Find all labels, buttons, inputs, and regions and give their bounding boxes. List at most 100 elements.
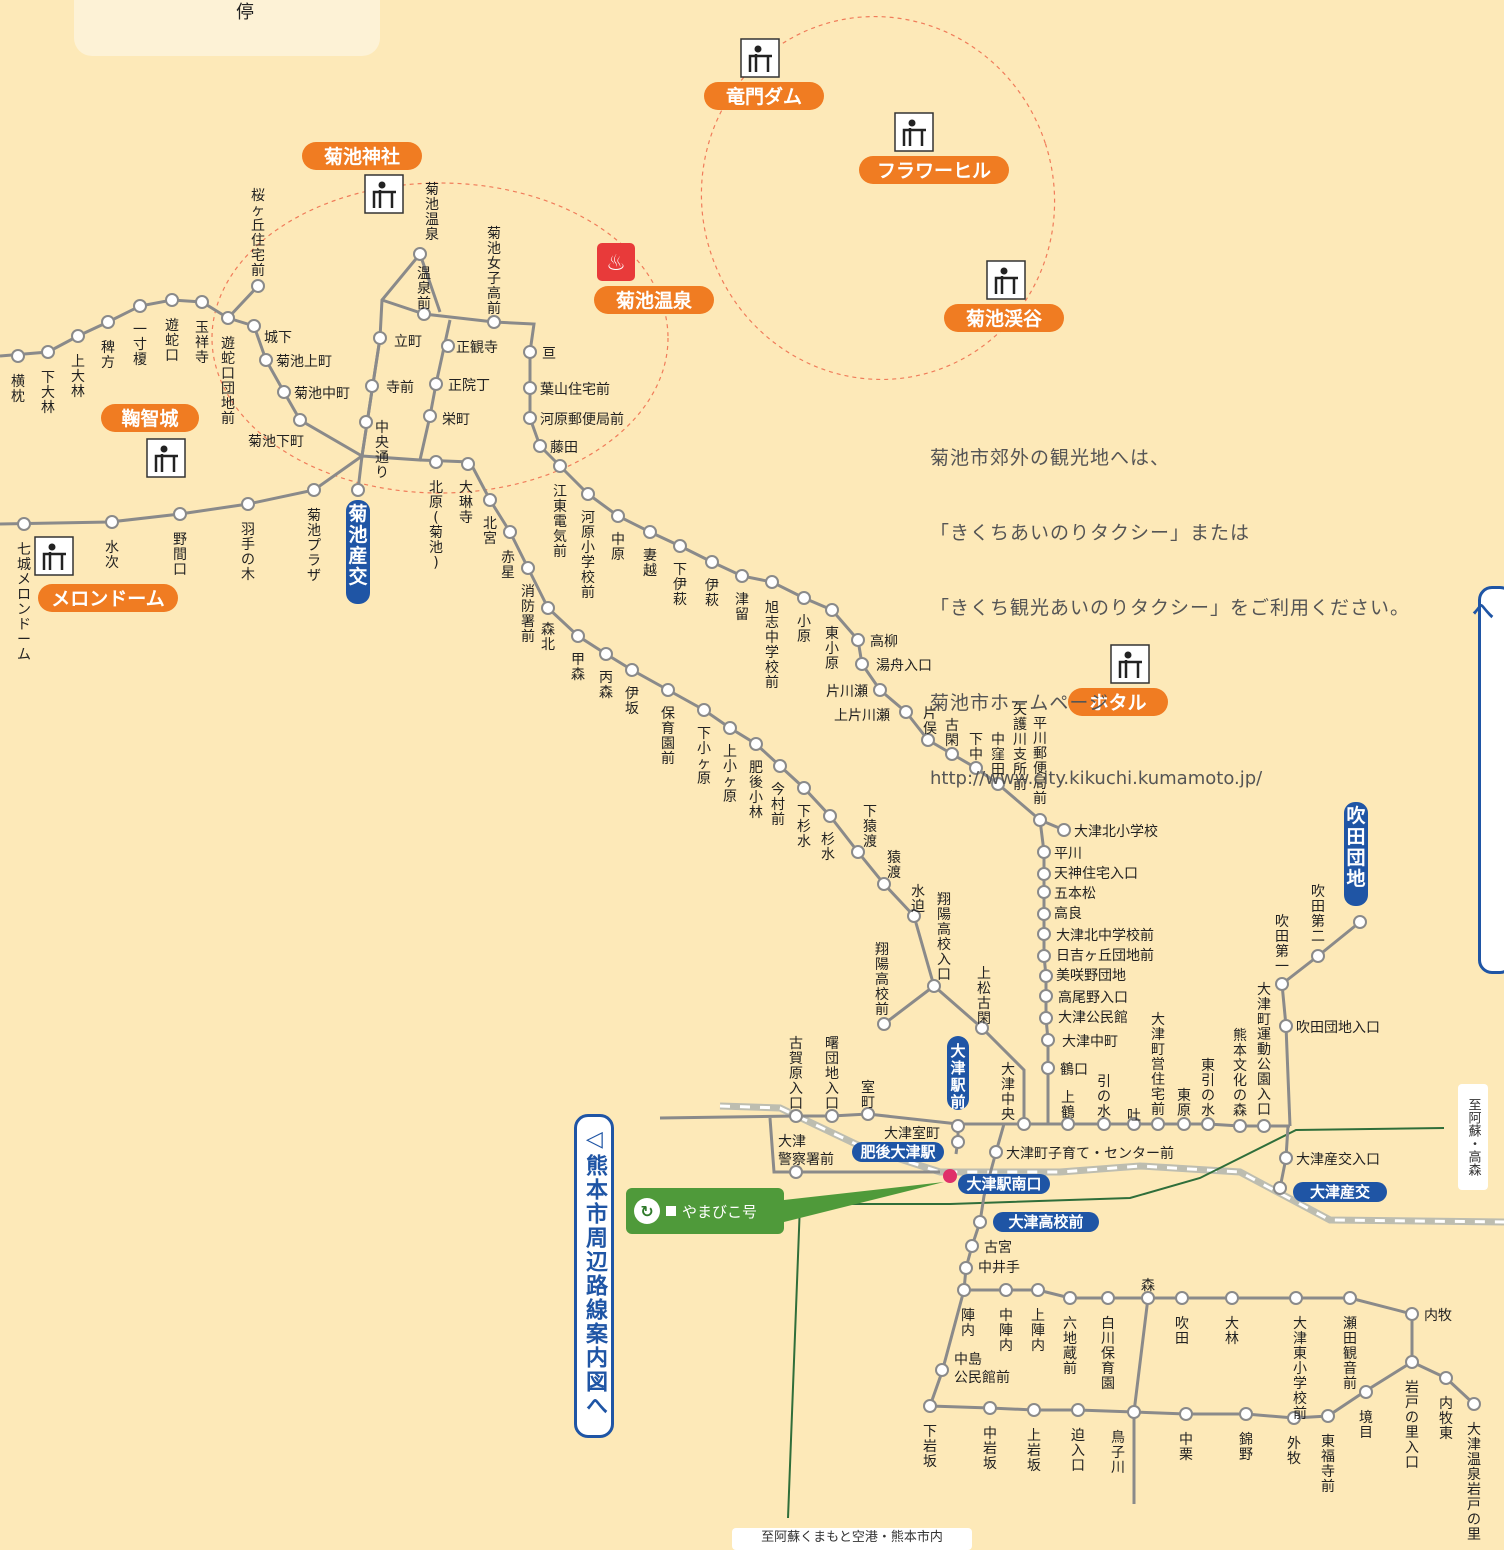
svg-text:運: 運 bbox=[1257, 1027, 1271, 1043]
info-line-1: 菊池市郊外の観光地へは、 bbox=[930, 447, 1171, 469]
svg-text:岩: 岩 bbox=[1027, 1443, 1041, 1459]
svg-text:前: 前 bbox=[553, 543, 567, 560]
svg-text:下: 下 bbox=[697, 726, 711, 742]
stop-name: 吹田 bbox=[1175, 1316, 1189, 1347]
svg-text:所: 所 bbox=[1013, 762, 1027, 778]
svg-text:甲: 甲 bbox=[571, 652, 585, 668]
stop-name: 森北 bbox=[541, 622, 555, 653]
svg-text:野: 野 bbox=[173, 532, 187, 548]
stop-name: 一寸榎 bbox=[133, 322, 147, 368]
svg-text:公民館前: 公民館前 bbox=[954, 1369, 1010, 1386]
svg-text:口: 口 bbox=[1405, 1455, 1419, 1471]
stop-name: 横枕 bbox=[11, 374, 25, 405]
svg-text:瀬: 瀬 bbox=[1343, 1316, 1357, 1332]
svg-text:川: 川 bbox=[1013, 732, 1027, 748]
svg-text:学: 学 bbox=[581, 555, 595, 571]
svg-text:動: 動 bbox=[1257, 1042, 1271, 1058]
svg-text:渡: 渡 bbox=[863, 834, 877, 850]
yamabiko-text: やまびこ号 bbox=[682, 1202, 758, 1221]
stop-name: 北宮 bbox=[483, 516, 497, 547]
viewpoint-icon bbox=[34, 536, 74, 576]
svg-text:蛇: 蛇 bbox=[221, 351, 235, 367]
svg-text:入: 入 bbox=[1257, 1087, 1271, 1103]
svg-text:東: 東 bbox=[1177, 1088, 1191, 1104]
svg-text:榎: 榎 bbox=[133, 352, 147, 368]
svg-text:町: 町 bbox=[1151, 1042, 1165, 1058]
svg-text:内: 内 bbox=[1439, 1396, 1453, 1412]
stop-name: 河原郵便局前 bbox=[540, 411, 624, 428]
svg-text:前: 前 bbox=[1063, 1360, 1077, 1377]
svg-text:大: 大 bbox=[71, 369, 85, 385]
stop-name: 鶴口 bbox=[1060, 1061, 1088, 1078]
svg-text:下: 下 bbox=[863, 804, 877, 820]
svg-text:ヶ: ヶ bbox=[251, 203, 265, 219]
svg-text:校: 校 bbox=[765, 659, 779, 676]
svg-text:宅: 宅 bbox=[251, 248, 265, 264]
svg-text:室: 室 bbox=[861, 1079, 875, 1096]
svg-text:の: の bbox=[1405, 1410, 1419, 1426]
svg-text:水: 水 bbox=[105, 540, 119, 556]
stop-name: 平川 bbox=[1054, 846, 1082, 862]
svg-text:鶴: 鶴 bbox=[1061, 1104, 1075, 1121]
svg-text:の: の bbox=[1233, 1088, 1247, 1104]
svg-text:通: 通 bbox=[375, 450, 389, 466]
minami-aso-link[interactable]: ▷南阿蘇・高森地区路線案内図へ bbox=[1468, 586, 1504, 974]
svg-text:原: 原 bbox=[797, 629, 811, 645]
svg-text:園: 園 bbox=[1257, 1072, 1271, 1088]
square-icon bbox=[666, 1206, 676, 1216]
svg-text:迫: 迫 bbox=[911, 899, 925, 915]
svg-text:菊: 菊 bbox=[348, 502, 367, 525]
svg-text:伊: 伊 bbox=[705, 578, 719, 594]
svg-text:ラ: ラ bbox=[307, 553, 321, 569]
to-aso-airport-note: 至阿蘇くまもと空港・熊本市内 bbox=[732, 1528, 972, 1550]
stop-name: 外牧 bbox=[1287, 1436, 1301, 1467]
svg-text:内: 内 bbox=[1031, 1338, 1045, 1354]
svg-text:口: 口 bbox=[221, 366, 235, 382]
kumamoto-city-link[interactable]: ◁熊本市周辺路線案内図へ bbox=[574, 1114, 614, 1438]
homepage-url[interactable]: http://www.city.kikuchi.kumamoto.jp/ bbox=[930, 768, 1263, 789]
svg-text:電: 電 bbox=[553, 514, 567, 530]
tourist-label-hotaru: ホタル bbox=[1068, 688, 1168, 716]
svg-text:古: 古 bbox=[945, 718, 959, 734]
svg-text:津: 津 bbox=[1257, 997, 1271, 1013]
svg-text:警察署前: 警察署前 bbox=[778, 1151, 834, 1168]
svg-text:大: 大 bbox=[1225, 1316, 1239, 1332]
svg-text:保: 保 bbox=[661, 706, 675, 722]
svg-text:中: 中 bbox=[1179, 1432, 1193, 1448]
svg-text:校: 校 bbox=[1293, 1390, 1307, 1407]
svg-text:田: 田 bbox=[1346, 826, 1365, 848]
svg-text:文: 文 bbox=[1233, 1058, 1247, 1074]
svg-text:子: 子 bbox=[487, 271, 501, 287]
svg-text:菊: 菊 bbox=[429, 525, 443, 541]
svg-text:岩: 岩 bbox=[1467, 1482, 1481, 1498]
svg-text:川: 川 bbox=[1101, 1331, 1115, 1347]
stop-name: 東小原 bbox=[825, 626, 839, 672]
stop-name: 内牧東 bbox=[1439, 1396, 1453, 1442]
svg-text:小: 小 bbox=[697, 741, 711, 757]
svg-text:林: 林 bbox=[1225, 1331, 1239, 1347]
tatsumon-area-outline bbox=[700, 15, 1056, 381]
svg-text:小: 小 bbox=[825, 641, 839, 657]
svg-text:前: 前 bbox=[251, 262, 265, 279]
tourist-label-kikuchi-jinja: 菊池神社 bbox=[302, 142, 422, 170]
svg-text:ヶ: ヶ bbox=[697, 756, 711, 772]
svg-text:七: 七 bbox=[17, 542, 31, 558]
svg-text:メロンドーム: メロンドーム bbox=[51, 588, 164, 610]
railway-track-dash bbox=[719, 1104, 1504, 1224]
svg-text:口: 口 bbox=[789, 1096, 803, 1112]
stop-name: 大津産交入口 bbox=[1296, 1151, 1380, 1168]
svg-text:横: 横 bbox=[11, 374, 25, 390]
svg-text:森: 森 bbox=[1141, 1278, 1155, 1294]
svg-text:肥後大津駅: 肥後大津駅 bbox=[860, 1143, 936, 1161]
stop-name: 温泉前 bbox=[417, 266, 431, 312]
